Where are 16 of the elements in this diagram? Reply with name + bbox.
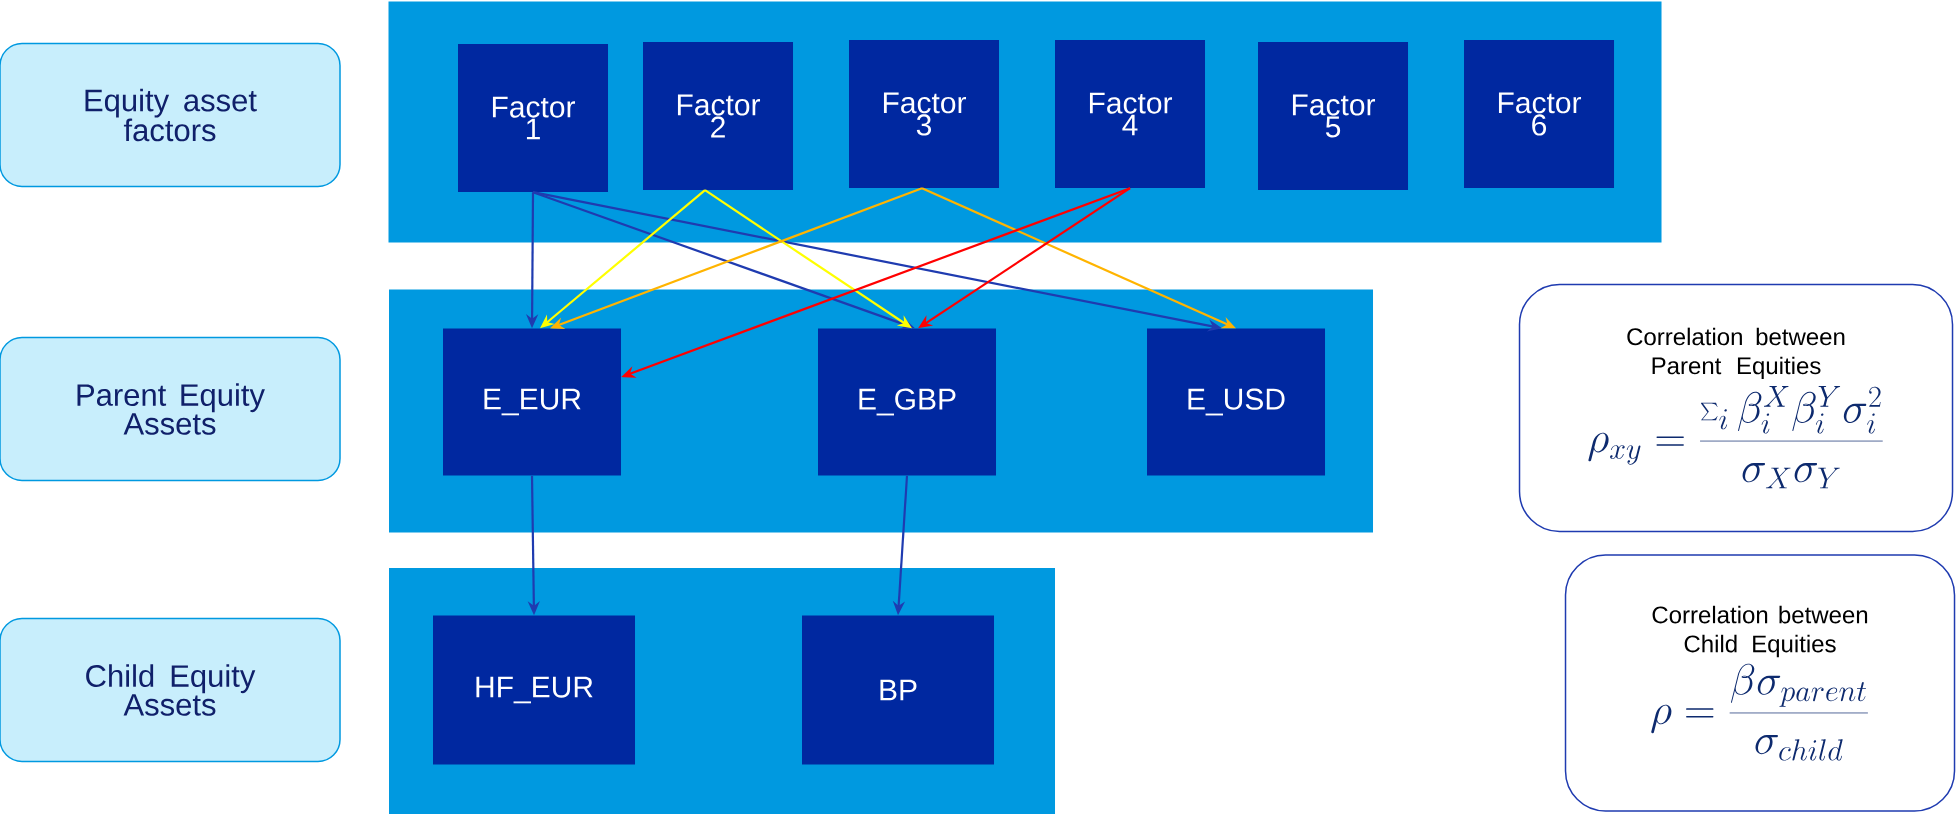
asset-box: E_USD xyxy=(1147,328,1325,476)
row-label: Child Equity Assets xyxy=(0,617,341,763)
asset-box: E_GBP xyxy=(818,328,996,476)
formula-card: Correlation between Parent Equities $\rho_{xy} = \frac{\sum_i \beta_i^X \beta_i^Y \sigma_i^2}{\sigma_X \sigma_Y}$ xyxy=(1518,283,1954,533)
factor-box: Factor 5 xyxy=(1258,42,1408,190)
asset-box: BP xyxy=(802,615,994,765)
row-label: Equity asset factors xyxy=(0,42,341,188)
asset-box: HF_EUR xyxy=(433,615,635,765)
factor-box: Factor 1 xyxy=(458,44,608,192)
row-label: Parent Equity Assets xyxy=(0,336,341,482)
factor-box: Factor 6 xyxy=(1464,40,1614,188)
factor-box: Factor 4 xyxy=(1055,40,1205,188)
formula-card: Correlation between Child Equities $\rho = \frac{\beta \sigma_{parent}}{\sigma_{child}}$ xyxy=(1564,554,1956,812)
factor-box: Factor 2 xyxy=(643,42,793,190)
asset-box: E_EUR xyxy=(443,328,621,476)
factor-box: Factor 3 xyxy=(849,40,999,188)
